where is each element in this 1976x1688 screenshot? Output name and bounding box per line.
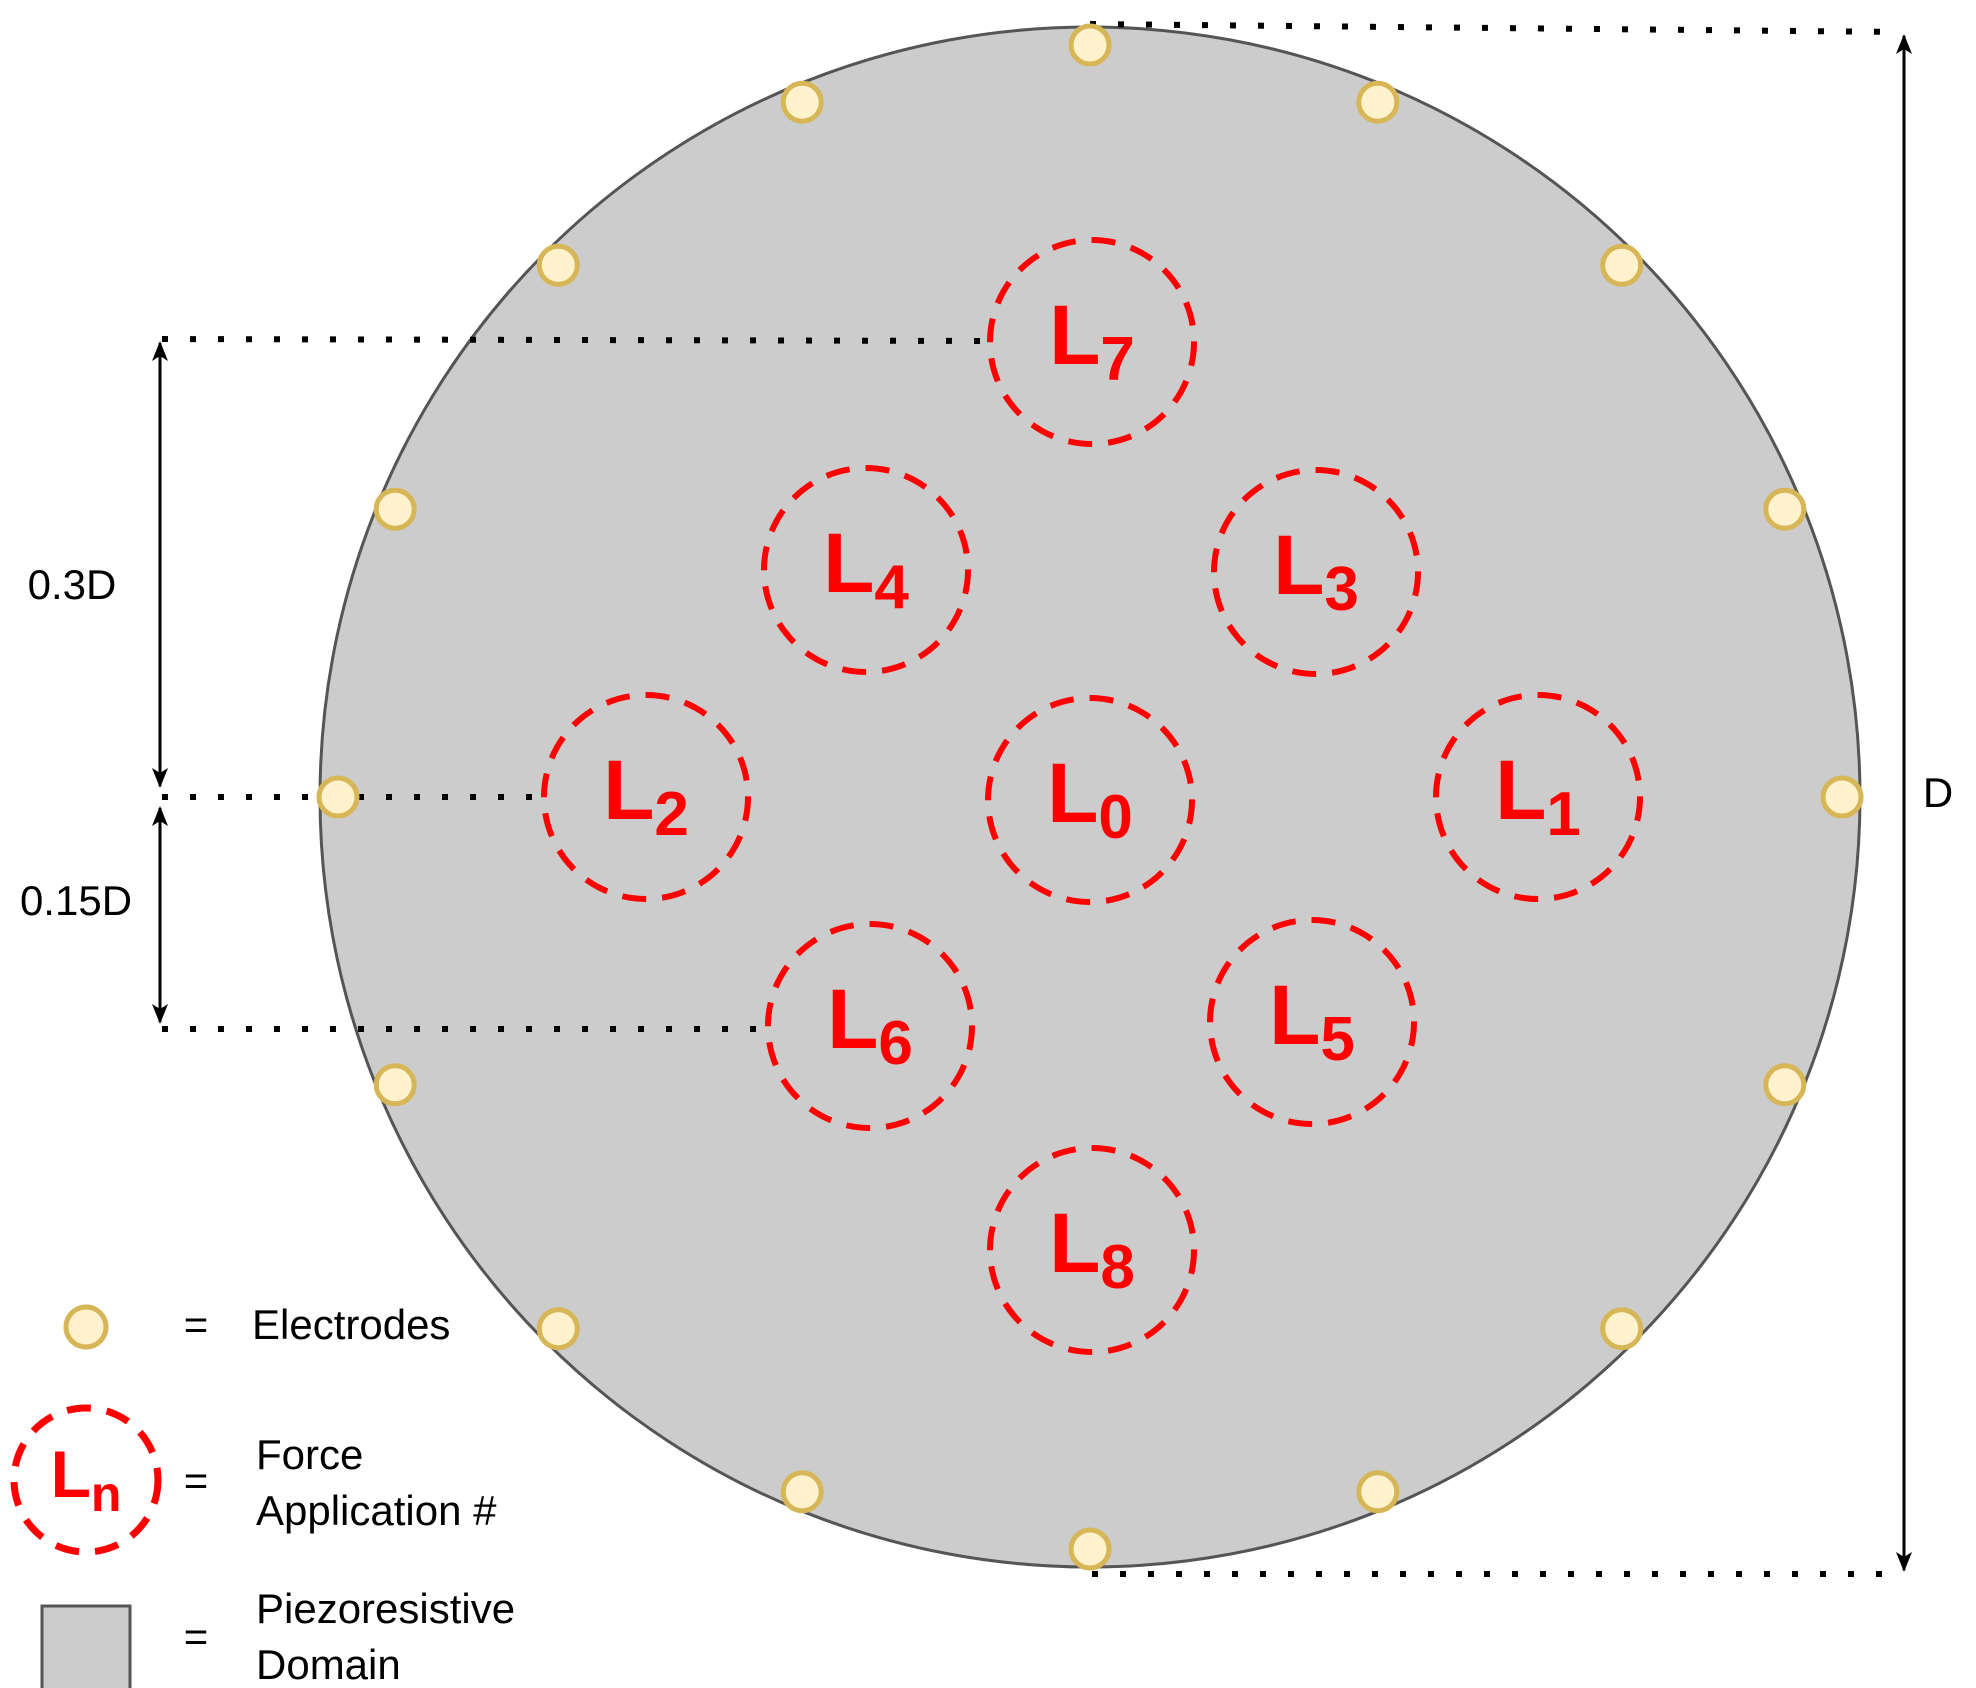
diameter-label: D [1923,769,1953,816]
force-location-2: L2 [541,692,751,902]
electrode-1 [1068,23,1112,67]
force-location-5: L5 [1207,917,1417,1127]
electrode-16 [780,80,824,124]
electrode-5 [1820,775,1864,819]
legend-electrodes-label: Electrodes [252,1301,450,1348]
force-location-4: L4 [761,465,971,675]
small-offset-label: 0.15D [20,877,132,924]
force-location-label: L1 [1495,743,1581,849]
force-location-circle [987,237,1197,447]
electrode-8 [1356,1470,1400,1514]
force-location-circle [541,692,751,902]
force-location-0: L0 [985,695,1195,905]
force-location-circle [985,695,1195,905]
force-location-label: L0 [1047,746,1133,852]
electrodes [316,23,1864,1571]
force-location-label: L6 [827,972,913,1078]
electrode-10 [780,1470,824,1514]
force-location-circle [1207,917,1417,1127]
force-location-label: L5 [1269,968,1355,1074]
top-guide-line [1089,21,1901,35]
electrode-4 [1763,487,1807,531]
force-location-7: L7 [987,237,1197,447]
force-location-label: L2 [603,743,689,849]
legend-force-symbol: Ln [10,1404,162,1556]
force-location-circle [1433,692,1643,902]
electrode-11 [536,1307,580,1351]
legend-equals-domain: = [184,1613,209,1660]
offset-label: 0.3D [28,561,117,608]
dimension-guides [161,21,1901,1577]
electrode-15 [536,243,580,287]
force-location-1: L1 [1433,692,1643,902]
legend-domain-symbol [40,1604,132,1688]
electrode-9 [1068,1527,1112,1571]
electrode-13 [316,775,360,819]
electrode-2 [1356,80,1400,124]
force-location-circle [761,465,971,675]
legend-equals-force: = [184,1457,209,1504]
electrode-7 [1600,1307,1644,1351]
force-location-label: L3 [1273,518,1359,624]
legend: = Electrodes Ln = Force Application # = … [10,1301,515,1688]
legend-domain-label-line2: Domain [256,1641,401,1688]
electrode-14 [373,487,417,531]
electrode-12 [373,1063,417,1107]
legend-domain-label-line1: Piezoresistive [256,1585,515,1632]
dimension-arrows [152,34,1912,1572]
electrode-3 [1600,243,1644,287]
force-location-label: L7 [1049,288,1135,394]
force-location-label: L4 [823,516,909,622]
force-location-circle [987,1145,1197,1355]
force-location-6: L6 [765,921,975,1131]
legend-equals-electrodes: = [184,1301,209,1348]
legend-electrode-symbol [63,1304,109,1350]
force-location-circle [1211,467,1421,677]
force-location-8: L8 [987,1145,1197,1355]
force-location-label: L8 [1049,1196,1135,1302]
electrode-6 [1763,1063,1807,1107]
legend-force-label-line2: Application # [256,1487,497,1534]
legend-force-symbol-text: Ln [51,1437,122,1522]
legend-force-label-line1: Force [256,1431,363,1478]
force-location-3: L3 [1211,467,1421,677]
force-location-circle [765,921,975,1131]
